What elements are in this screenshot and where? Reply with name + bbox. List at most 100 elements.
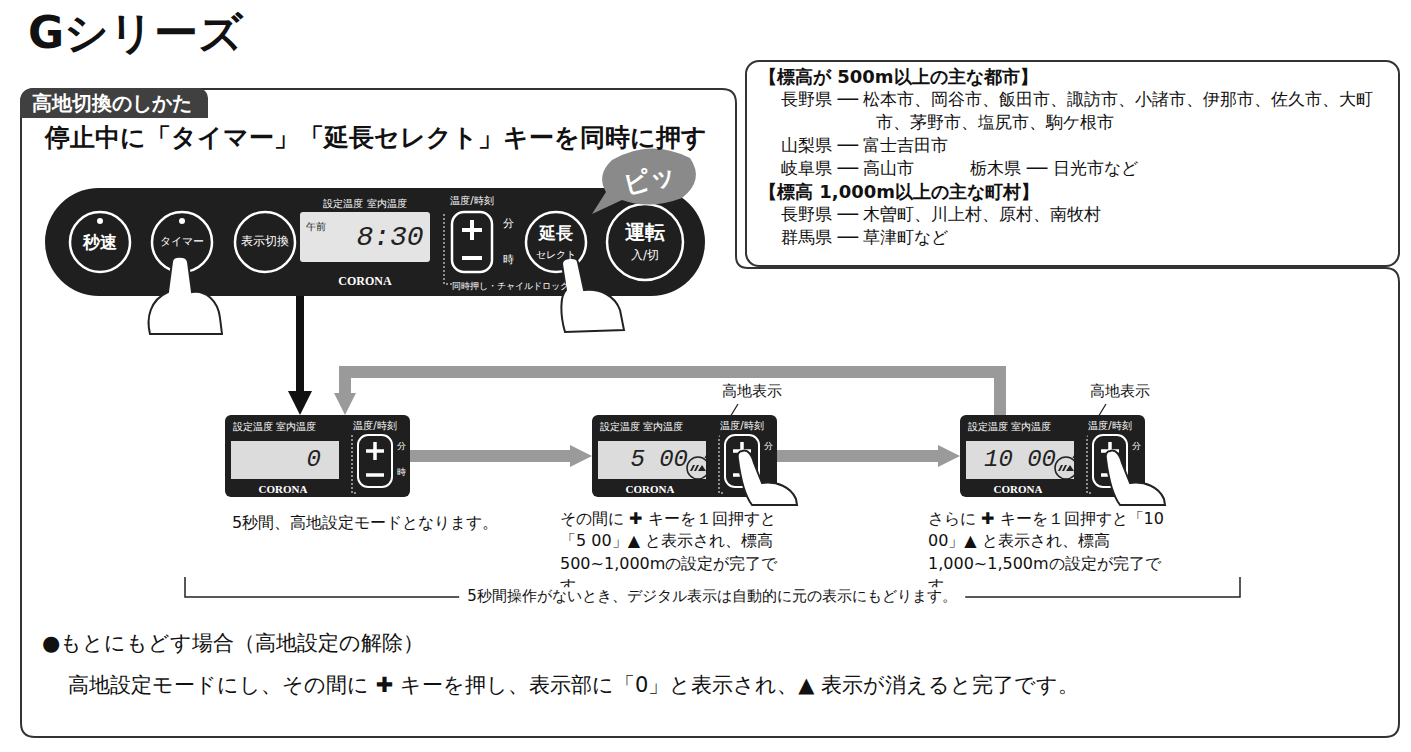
button-label: 入/切 [631,248,659,264]
list-heading: 【標高が 500m以上の主な都市】 [759,65,1386,88]
display-drawing [225,415,410,497]
beep-sound: ピッ [620,157,681,203]
panel-label: 設定温度 室内温度 [323,197,406,210]
brand-logo: CORONA [338,274,391,290]
panel-label: 設定温度 室内温度 [233,420,316,433]
control-panel-drawing [45,188,705,296]
display-drawing [960,415,1165,505]
key-label: 温度/時刻 [353,419,396,432]
key-label: 分 [503,217,514,231]
plus-minus-symbol [733,442,751,475]
callout-circle [687,457,709,479]
section-box: 高地切換のしかた停止中に「タイマー」「延長セレクト」キーを同時に押す ●もとにもど… [20,88,1400,738]
button [235,212,295,272]
brand-logo: CORONA [626,482,675,496]
hand [561,258,624,332]
panel-label: 設定温度 室内温度 [600,420,683,433]
lcd-digits: 10 00 [984,444,1056,475]
key-label: 時 [397,467,406,479]
button [607,204,683,280]
panel-body [225,415,410,497]
plus-minus-symbol [366,442,384,475]
indicator-dot [97,218,103,224]
altitude-list-box: 【標高が 500m以上の主な都市】長野県 ── 松本市、岡谷市、飯田市、諏訪市、… [745,60,1400,267]
display-drawing [592,415,797,505]
step-caption: 5秒間、高地設定モードとなります。 [232,512,532,534]
button-label: セレクト [536,248,576,261]
outline-path [21,89,1399,737]
plus-minus-symbol [462,220,482,258]
plus-minus-key [358,435,392,487]
dotted-bracket [719,435,725,493]
key-label: 温度/時刻 [450,194,493,207]
flow-arrow [345,372,1000,415]
button [526,212,586,272]
dotted-bracket [444,214,452,284]
flow-arrow [296,296,304,391]
hand [1106,451,1165,505]
note-body: 高地設定モードにし、その間に ✚ キーを押し、表示部に「0」と表示され、▲ 表示… [68,672,1079,699]
lcd-ampm: 午前 [306,220,326,233]
callout-circle [1055,457,1077,479]
button-label: 表示切換 [241,234,289,250]
list-item: 長野県 ── 松本市、岡谷市、飯田市、諏訪市、小諸市、伊那市、佐久市、大町市、茅… [781,88,1386,134]
step-caption: さらに ✚ キーを１回押すと「10 00」▲ と表示され、標高1,000~1,5… [928,508,1178,598]
instruction: 停止中に「タイマー」「延長セレクト」キーを同時に押す [45,122,707,155]
step-caption: その間に ✚ キーを１回押すと「5 00」▲ と表示され、標高500~1,000… [560,508,800,598]
key-label: 分 [397,441,406,453]
key-label: 温度/時刻 [1088,419,1131,432]
panel-body [960,415,1145,497]
hand [738,451,797,505]
altitude-icon [1058,465,1074,471]
lcd-digits: 8:30 [356,220,423,256]
section-tab: 高地切換のしかた [20,88,208,118]
dotted-bracket [352,435,358,493]
lcd-digits: 0 [307,444,321,475]
panel-body [45,188,705,296]
note-heading: ●もとにもどす場合（高地設定の解除） [42,630,424,657]
list-heading: 【標高 1,000m以上の主な町村】 [759,180,1386,203]
key-label: 時 [503,253,514,267]
lcd [966,441,1074,479]
altitude-icon [690,465,706,471]
timeout-note: 5秒間操作がないとき、デジタル表示は自動的に元の表示にもどります。 [459,587,965,607]
page-title: Gシリーズ [28,4,243,63]
button-label: タイマー [160,235,204,249]
lcd [300,212,430,262]
display-panel: 設定温度 室内温度10 00温度/時刻分CORONA [960,415,1145,497]
speech-bubble [592,148,696,214]
panel-body [592,415,777,497]
flow-arrow [777,450,938,462]
list-item: 栃木県 ── 日光市など [970,157,1137,180]
plus-minus-key [1093,435,1127,487]
brand-logo: CORONA [259,482,308,496]
plus-minus-key [452,212,492,272]
control-panel: 秒速 タイマー 表示切換 設定温度 室内温度午前 8:30CORONA 温度/時刻分時 延長… [45,188,705,296]
list-item: 岐阜県 ── 高山市 [781,157,914,180]
list-item: 長野県 ── 木曽町、川上村、原村、南牧村 [781,203,1386,226]
button-label: 運転 [625,219,665,245]
list-item: 群馬県 ── 草津町など [781,226,1386,249]
indicator-dot [179,218,185,224]
lcd [231,441,339,479]
lcd [598,441,706,479]
hand [149,257,222,334]
display-panel: 設定温度 室内温度5 00温度/時刻分CORONA [592,415,777,497]
callout-label: 高地表示 [722,382,782,402]
flow-arrow [410,450,570,462]
plus-minus-symbol [1101,442,1119,475]
button [70,212,130,272]
dotted-bracket [1087,435,1093,493]
key-label: 温度/時刻 [720,419,763,432]
button-label: 延長 [539,222,573,244]
key-label: 分 [764,441,773,453]
plus-minus-key [725,435,759,487]
display-panel: 設定温度 室内温度 0 温度/時刻分時 CORONA [225,415,410,497]
button [152,212,212,272]
brand-logo: CORONA [994,482,1043,496]
list-item: 山梨県 ── 富士吉田市 [781,134,1386,157]
button-label: 秒速 [83,231,117,253]
key-note: 同時押し・チャイルドロック [452,281,569,293]
panel-label: 設定温度 室内温度 [968,420,1051,433]
